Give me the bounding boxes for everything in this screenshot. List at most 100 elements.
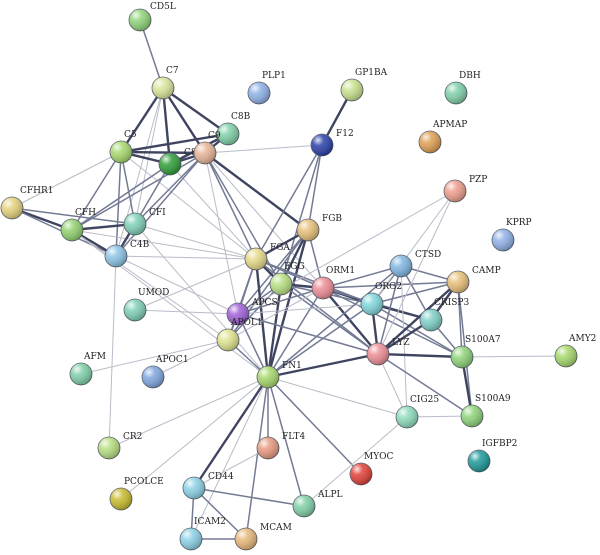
edge-c4b-cr2 bbox=[108, 255, 117, 449]
node-flt4[interactable]: FLT4 bbox=[256, 432, 305, 460]
node-plp1-shine bbox=[248, 82, 270, 104]
node-label: PCOLCE bbox=[124, 477, 164, 487]
edge-org2-camp bbox=[371, 281, 459, 305]
edge-c9-cfi bbox=[134, 152, 206, 225]
edge-cd44-alpl bbox=[193, 487, 305, 507]
edge-cd5l-c7 bbox=[139, 19, 164, 89]
edge-lyz-pzp bbox=[377, 190, 456, 355]
node-kprp-shine bbox=[492, 229, 514, 251]
edge-c4b-apcs bbox=[115, 255, 239, 315]
node-icam2[interactable]: ICAM2 bbox=[179, 517, 226, 551]
edge-ctsd-cig25 bbox=[400, 265, 408, 418]
node-s100a9-shine bbox=[461, 405, 483, 427]
edge-apcs-umod bbox=[134, 309, 239, 315]
node-cfh[interactable]: CFH bbox=[60, 208, 96, 242]
edge-fn1-myoc bbox=[267, 376, 362, 475]
node-flt4-shine bbox=[257, 437, 279, 459]
node-c8g[interactable]: C8G bbox=[158, 148, 204, 176]
node-label: C9 bbox=[208, 131, 221, 141]
node-kprp[interactable]: KPRP bbox=[491, 218, 532, 252]
node-c5-shine bbox=[110, 141, 132, 163]
node-label: ORM1 bbox=[326, 266, 355, 276]
node-fga[interactable]: FGA bbox=[244, 243, 290, 271]
node-cd44[interactable]: CD44 bbox=[182, 472, 234, 500]
edge-orm1-apol1 bbox=[227, 287, 324, 341]
node-label: CIG25 bbox=[410, 395, 439, 405]
node-crisp3-shine bbox=[420, 309, 442, 331]
edge-apol1-afm bbox=[80, 339, 229, 375]
node-label: C4B bbox=[130, 240, 150, 250]
node-s100a7[interactable]: S100A7 bbox=[450, 335, 501, 369]
node-cfhr1[interactable]: CFHR1 bbox=[0, 186, 53, 220]
node-mcam[interactable]: MCAM bbox=[234, 523, 292, 551]
node-orm1-shine bbox=[312, 277, 334, 299]
node-pcolce[interactable]: PCOLCE bbox=[109, 477, 164, 511]
node-c4b[interactable]: C4B bbox=[104, 240, 150, 268]
node-lyz[interactable]: LYZ bbox=[366, 338, 410, 366]
edge-lyz-cig25 bbox=[377, 353, 408, 418]
node-dbh[interactable]: DBH bbox=[444, 71, 481, 105]
node-c7[interactable]: C7 bbox=[151, 66, 179, 100]
edge-fgg-apol1 bbox=[227, 283, 282, 341]
node-label: CFHR1 bbox=[20, 186, 53, 196]
edge-c5-fga bbox=[120, 151, 257, 260]
node-myoc[interactable]: MYOC bbox=[349, 452, 394, 486]
node-cfi[interactable]: CFI bbox=[123, 208, 166, 236]
node-fn1[interactable]: FN1 bbox=[256, 361, 302, 389]
edge-c5-c4b bbox=[115, 151, 122, 257]
node-umod[interactable]: UMOD bbox=[123, 288, 169, 322]
node-cd5l[interactable]: CD5L bbox=[128, 2, 176, 32]
node-alpl[interactable]: ALPL bbox=[292, 490, 343, 518]
node-f12[interactable]: F12 bbox=[310, 129, 354, 157]
node-apol1[interactable]: APOL1 bbox=[216, 318, 263, 352]
node-amy2-shine bbox=[555, 345, 577, 367]
node-s100a9[interactable]: S100A9 bbox=[460, 394, 511, 428]
node-fgg[interactable]: FGG bbox=[269, 262, 305, 296]
node-c9[interactable]: C9 bbox=[193, 131, 221, 165]
node-label: MYOC bbox=[364, 452, 394, 462]
node-label: IGFBP2 bbox=[482, 439, 517, 449]
node-igfbp2[interactable]: IGFBP2 bbox=[467, 439, 517, 473]
edge-lyz-apcs bbox=[237, 313, 379, 355]
node-camp[interactable]: CAMP bbox=[446, 266, 501, 294]
edge-c4b-fga bbox=[115, 255, 257, 260]
node-org2[interactable]: ORG2 bbox=[360, 282, 402, 316]
node-plp1[interactable]: PLP1 bbox=[247, 71, 286, 105]
node-gp1ba[interactable]: GP1BA bbox=[340, 68, 388, 102]
edge-c9-cfh bbox=[71, 152, 206, 231]
node-cd5l-shine bbox=[129, 9, 151, 31]
edge-c5-cfi bbox=[120, 151, 136, 225]
edge-fn1-cr2 bbox=[108, 376, 269, 449]
node-afm[interactable]: AFM bbox=[69, 352, 106, 386]
edge-lyz-s100a7 bbox=[376, 352, 464, 359]
node-apcs[interactable]: APCS bbox=[226, 298, 278, 326]
node-apoc1[interactable]: APOC1 bbox=[141, 355, 189, 389]
node-pzp[interactable]: PZP bbox=[443, 175, 487, 203]
node-orm1[interactable]: ORM1 bbox=[311, 266, 355, 300]
node-c8b[interactable]: C8B bbox=[216, 112, 251, 146]
node-c4b-shine bbox=[105, 245, 127, 267]
node-s100a7-shine bbox=[451, 346, 473, 368]
node-fgb[interactable]: FGB bbox=[296, 214, 342, 242]
edge-orm1-camp bbox=[322, 281, 459, 289]
node-c5[interactable]: C5 bbox=[109, 130, 137, 164]
node-pzp-shine bbox=[444, 180, 466, 202]
edge-orm1-fn1 bbox=[267, 287, 324, 378]
edge-fn1-cd44 bbox=[192, 375, 270, 490]
node-label: FGG bbox=[284, 262, 305, 272]
edge-cd44-flt4 bbox=[193, 447, 269, 489]
node-amy2[interactable]: AMY2 bbox=[554, 334, 596, 368]
node-cr2[interactable]: CR2 bbox=[97, 432, 142, 460]
node-cig25[interactable]: CIG25 bbox=[395, 395, 439, 429]
node-apol1-shine bbox=[217, 329, 239, 351]
node-crisp3[interactable]: CRISP3 bbox=[419, 298, 469, 332]
node-label: C7 bbox=[166, 66, 179, 76]
node-ctsd[interactable]: CTSD bbox=[389, 250, 441, 278]
edge-apcs-pzp bbox=[237, 190, 456, 315]
node-dbh-shine bbox=[445, 82, 467, 104]
node-label: FN1 bbox=[282, 361, 302, 371]
node-label: AMY2 bbox=[568, 334, 596, 344]
node-apmap[interactable]: APMAP bbox=[418, 120, 467, 154]
edge-c7-c8b bbox=[161, 86, 230, 136]
